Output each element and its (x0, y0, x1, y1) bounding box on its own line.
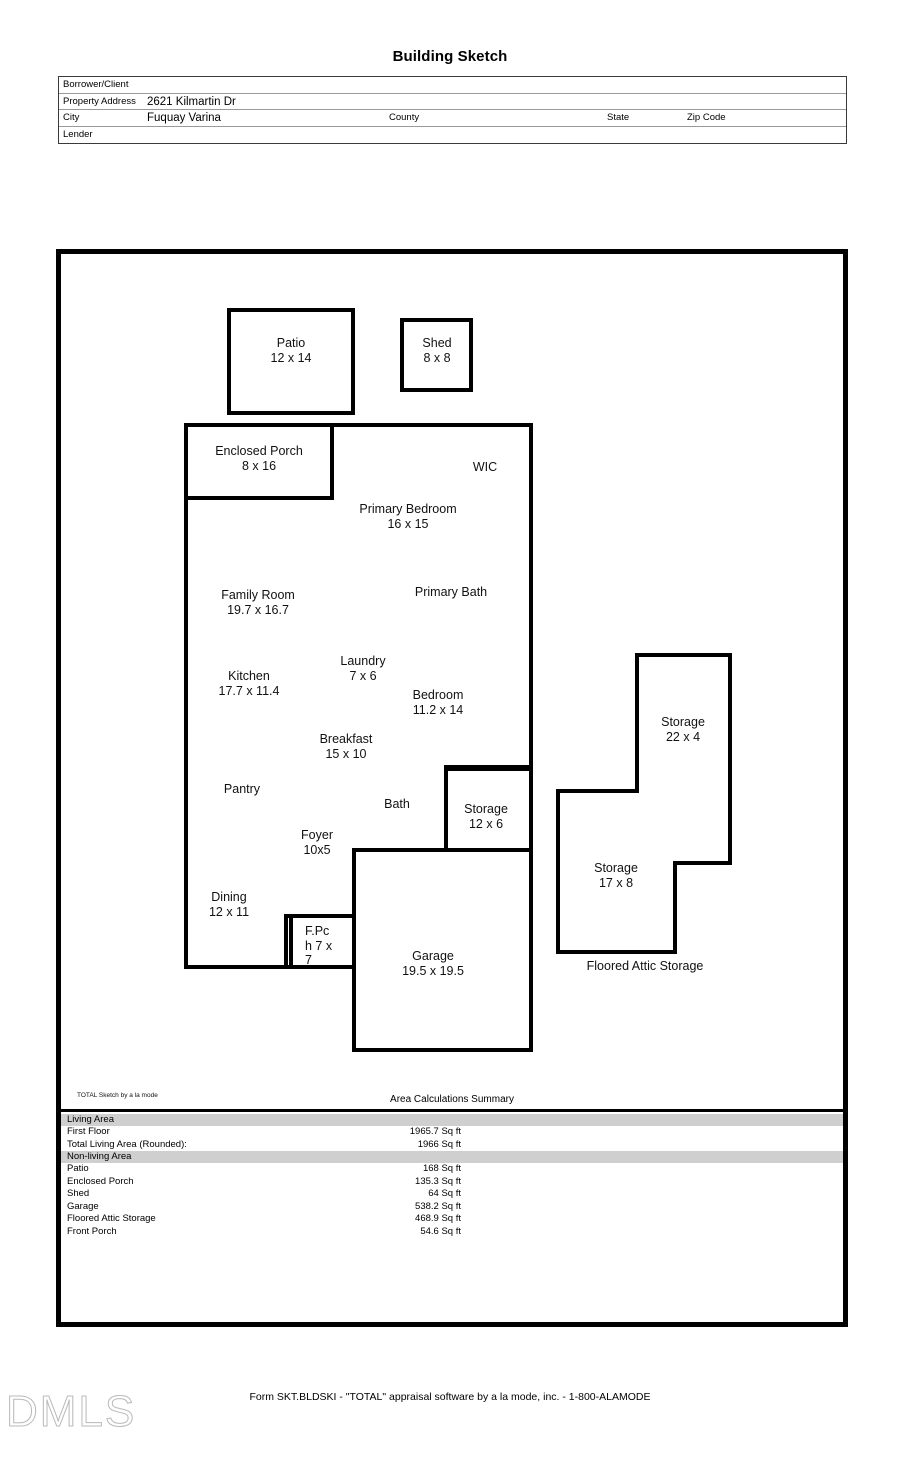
room-label-storage-17x8: Storage 17 x 8 (594, 861, 638, 890)
area-calculations-table: Living Area First Floor 1965.7 Sq ft Tot… (61, 1114, 843, 1238)
property-info-table: Borrower/Client Property Address 2621 Ki… (58, 76, 847, 144)
area-section-heading: Non-living Area (67, 1151, 132, 1162)
area-row-name: Total Living Area (Rounded): (67, 1138, 187, 1150)
area-row: Patio 168 Sq ft (61, 1163, 843, 1176)
area-row: Total Living Area (Rounded): 1966 Sq ft (61, 1139, 843, 1152)
area-row: First Floor 1965.7 Sq ft (61, 1126, 843, 1139)
room-label-primary-bedroom: Primary Bedroom 16 x 15 (359, 502, 457, 531)
area-row-value: 1965.7 Sq ft (409, 1126, 461, 1137)
area-row-value: 168 Sq ft (422, 1163, 461, 1174)
room-label-foyer: Foyer 10x5 (301, 828, 333, 857)
room-label-garage: Garage 19.5 x 19.5 (402, 949, 464, 978)
county-label: County (389, 112, 420, 123)
area-section-living: Living Area (61, 1114, 843, 1126)
room-label-storage-22x4: Storage 22 x 4 (661, 715, 705, 744)
state-label: State (607, 112, 630, 123)
sketch-frame: Patio 12 x 14 Shed 8 x 8 Enclosed Porch … (56, 249, 848, 1327)
area-row: Shed 64 Sq ft (61, 1188, 843, 1201)
area-row-name: Enclosed Porch (67, 1175, 134, 1187)
room-label-front-porch: F.Pc h 7 x 7 (305, 924, 333, 967)
room-label-family-room: Family Room 19.7 x 16.7 (221, 588, 295, 617)
area-row-value: 64 Sq ft (428, 1188, 461, 1199)
lender-label: Lender (63, 128, 93, 140)
sketch-credit: TOTAL Sketch by a la mode (77, 1092, 158, 1099)
info-row-property-address: Property Address 2621 Kilmartin Dr (59, 94, 846, 110)
dmls-watermark: DMLS (5, 1387, 137, 1436)
room-label-patio: Patio 12 x 14 (270, 336, 312, 365)
city-label: City (63, 112, 80, 123)
area-row-name: Patio (67, 1163, 89, 1174)
room-label-primary-bath: Primary Bath (414, 585, 488, 599)
area-row-value: 468.9 Sq ft (415, 1213, 461, 1224)
floor-plan-drawing (184, 308, 732, 1052)
summary-divider (61, 1109, 843, 1112)
borrower-label: Borrower/Client (63, 79, 129, 90)
room-label-dining: Dining 12 x 11 (208, 890, 250, 919)
area-row-name: First Floor (67, 1126, 110, 1137)
page-title: Building Sketch (392, 48, 508, 65)
area-row-name: Front Porch (67, 1225, 117, 1237)
info-row-city: City Fuquay Varina County State Zip Code (59, 110, 846, 127)
room-label-shed: Shed 8 x 8 (422, 336, 452, 365)
enclosed-porch-outline (184, 423, 334, 500)
room-label-enclosed-porch: Enclosed Porch 8 x 16 (215, 444, 303, 473)
room-label-bath: Bath (384, 797, 410, 811)
zip-code-label: Zip Code (687, 112, 726, 123)
area-row: Front Porch 54.6 Sq ft (61, 1226, 843, 1239)
room-label-storage-12x6: Storage 12 x 6 (464, 802, 508, 831)
area-summary-title: Area Calculations Summary (390, 1094, 514, 1105)
room-label-wic: WIC (472, 460, 498, 474)
area-row: Garage 538.2 Sq ft (61, 1201, 843, 1214)
info-row-lender: Lender (59, 127, 846, 144)
floor-plan-canvas (61, 254, 843, 1322)
area-row-value: 1966 Sq ft (417, 1138, 461, 1150)
area-row: Enclosed Porch 135.3 Sq ft (61, 1176, 843, 1189)
room-label-kitchen: Kitchen 17.7 x 11.4 (218, 669, 280, 698)
attic-storage-outline (556, 653, 732, 954)
property-address-value[interactable]: 2621 Kilmartin Dr (147, 95, 236, 108)
patio-outline (227, 308, 355, 415)
room-label-laundry: Laundry 7 x 6 (340, 654, 386, 683)
area-row: Floored Attic Storage 468.9 Sq ft (61, 1213, 843, 1226)
area-row-name: Shed (67, 1188, 90, 1199)
area-section-heading: Living Area (67, 1114, 115, 1125)
area-row-value: 135.3 Sq ft (415, 1175, 461, 1187)
garage-outline (352, 848, 533, 1052)
attic-storage-caption: Floored Attic Storage (586, 959, 704, 973)
room-label-pantry: Pantry (223, 782, 261, 796)
area-row-name: Garage (67, 1200, 99, 1212)
info-row-borrower: Borrower/Client (59, 77, 846, 94)
city-value[interactable]: Fuquay Varina (147, 112, 221, 124)
shed-outline (400, 318, 473, 392)
form-footer-note: Form SKT.BLDSKI - "TOTAL" appraisal soft… (249, 1391, 651, 1403)
room-label-breakfast: Breakfast 15 x 10 (319, 732, 373, 761)
area-row-value: 538.2 Sq ft (415, 1200, 461, 1212)
area-section-nonliving: Non-living Area (61, 1151, 843, 1163)
room-label-bedroom: Bedroom 11.2 x 14 (412, 688, 464, 717)
property-address-label: Property Address (63, 95, 136, 107)
area-row-name: Floored Attic Storage (67, 1213, 156, 1224)
area-row-value: 54.6 Sq ft (420, 1225, 461, 1237)
